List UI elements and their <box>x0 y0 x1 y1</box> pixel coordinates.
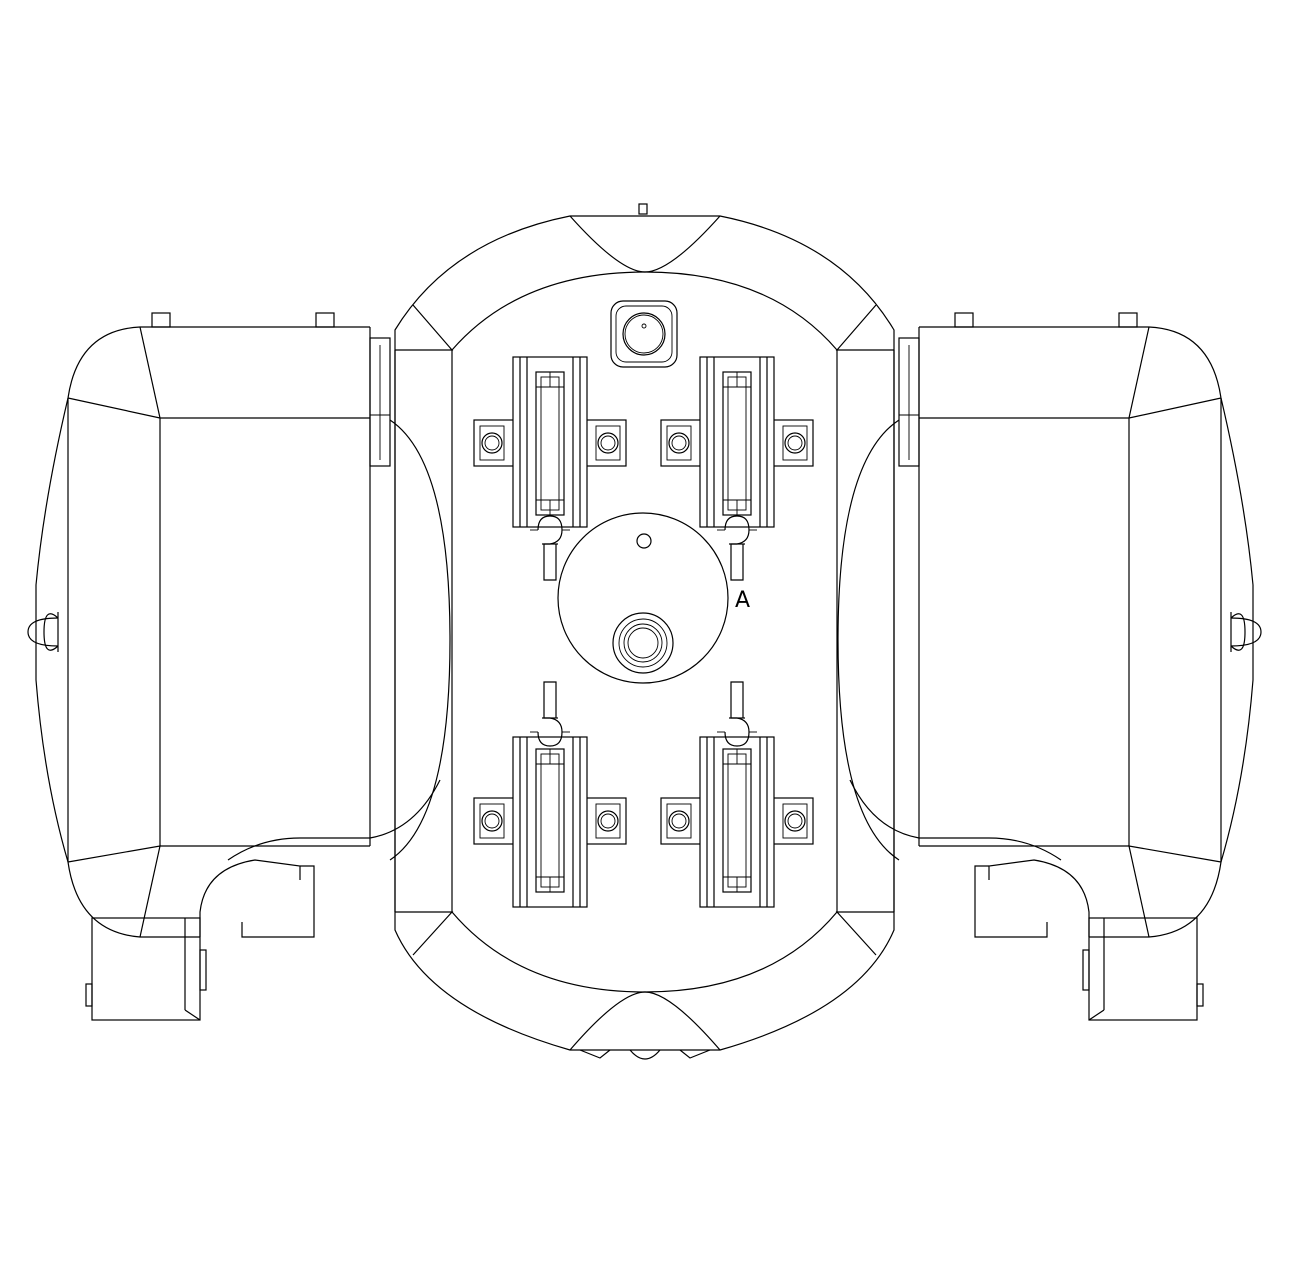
left-motor-housing <box>27 312 391 1021</box>
power-button-icon[interactable] <box>622 312 666 356</box>
left-housing-top-bevel <box>139 326 370 419</box>
power-button-housing[interactable] <box>610 300 678 368</box>
left-housing-front-face <box>159 418 370 847</box>
top-pin <box>638 203 648 215</box>
dial-indicator-hole <box>636 533 652 549</box>
left-lower-bracket <box>199 859 301 937</box>
left-top-tab-2 <box>315 312 335 328</box>
clamp-bottom-left[interactable] <box>473 681 627 908</box>
dial-center-port <box>612 612 674 674</box>
top-notch <box>569 215 721 273</box>
right-top-tab-2 <box>954 312 974 328</box>
right-lower-bracket <box>988 859 1090 937</box>
left-flange <box>369 337 391 467</box>
clamp-top-left[interactable] <box>473 356 627 581</box>
right-housing-outline <box>919 326 1254 938</box>
right-top-tab-1 <box>1118 312 1138 328</box>
right-side-knob <box>1230 617 1262 647</box>
clamp-bottom-right[interactable] <box>660 681 814 908</box>
central-outer-shell <box>394 215 895 1051</box>
left-side-knob <box>27 617 59 647</box>
right-connection-bulge <box>837 419 900 861</box>
callout-label-a: A <box>735 588 750 613</box>
right-foot-block <box>1088 917 1198 1021</box>
right-flange <box>898 337 920 467</box>
central-body: A <box>369 203 920 1060</box>
left-foot-block <box>91 917 201 1021</box>
right-housing-front-face <box>919 418 1130 847</box>
clamp-top-right[interactable] <box>660 356 814 581</box>
central-dial <box>557 512 729 684</box>
bottom-nub <box>629 1049 661 1060</box>
central-inner-plate <box>451 271 838 993</box>
bottom-notch <box>569 991 721 1051</box>
left-top-tab-1 <box>151 312 171 328</box>
right-motor-housing <box>898 312 1262 1021</box>
left-connection-bulge <box>389 419 451 861</box>
left-housing-outline <box>35 326 370 938</box>
